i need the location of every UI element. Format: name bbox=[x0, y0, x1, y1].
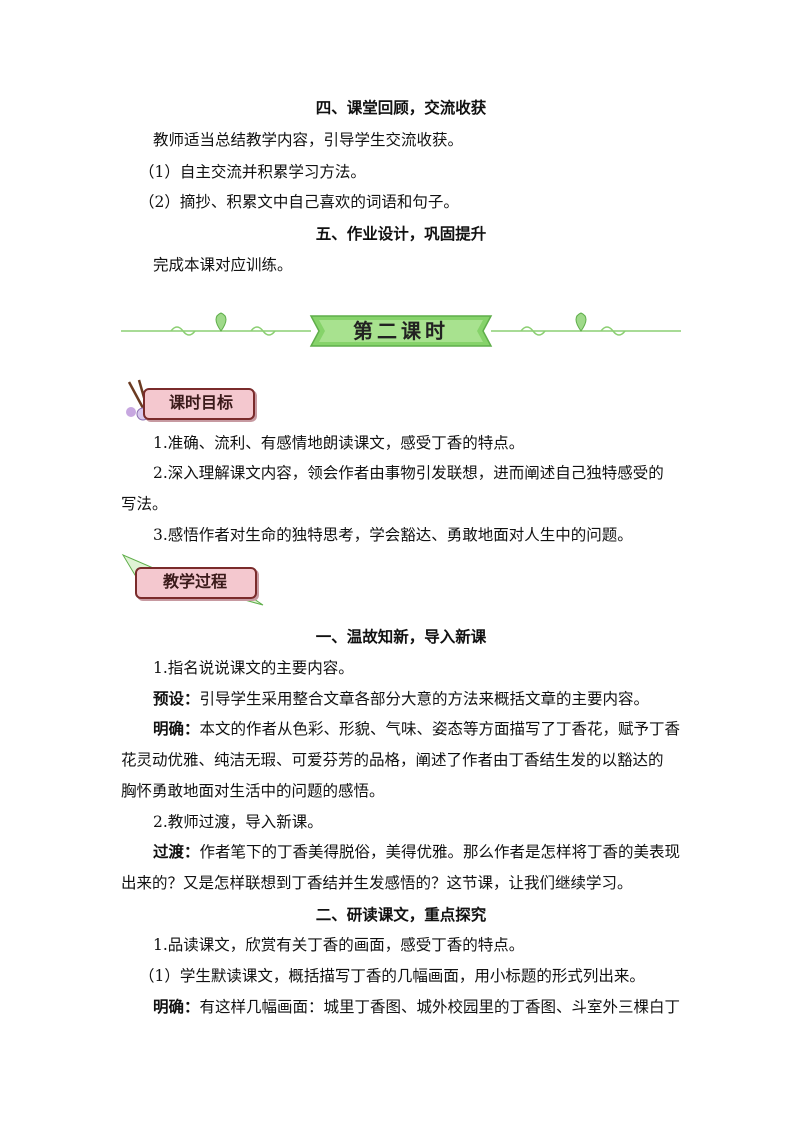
clear-paragraph-cont: 花灵动优雅、纯洁无瑕、可爱芬芳的品格，阐述了作者由丁香结生发的以豁达的 bbox=[121, 751, 664, 769]
part1-heading: 一、温故知新，导入新课 bbox=[315, 628, 487, 646]
transition-label: 过渡： bbox=[153, 843, 200, 861]
list-item: （1）自主交流并积累学习方法。 bbox=[139, 163, 366, 181]
goals-badge: 课时目标 bbox=[121, 378, 271, 422]
list-item: （1）学生默读课文，概括描写丁香的几幅画面，用小标题的形式列出来。 bbox=[139, 967, 645, 985]
goals-badge-label: 课时目标 bbox=[168, 393, 233, 412]
clear-label: 明确： bbox=[153, 720, 200, 738]
paragraph: 1.指名说说课文的主要内容。 bbox=[153, 659, 354, 677]
section5-heading: 五、作业设计，巩固提升 bbox=[315, 225, 487, 243]
goal-item: 2.深入理解课文内容，领会作者由事物引发联想，进而阐述自己独特感受的 bbox=[153, 464, 664, 482]
preset-paragraph: 预设：引导学生采用整合文章各部分大意的方法来概括文章的主要内容。 bbox=[153, 690, 650, 708]
goal-item: 3.感悟作者对生命的独特思考，学会豁达、勇敢地面对人生中的问题。 bbox=[153, 526, 633, 544]
banner-title: 第二课时 bbox=[353, 319, 449, 343]
paragraph: 2.教师过渡，导入新课。 bbox=[153, 813, 323, 831]
section4-heading: 四、课堂回顾，交流收获 bbox=[315, 99, 487, 117]
paragraph: 完成本课对应训练。 bbox=[153, 256, 293, 274]
preset-label: 预设： bbox=[153, 690, 200, 708]
process-badge: 教学过程 bbox=[121, 553, 271, 607]
clear-label: 明确： bbox=[153, 998, 200, 1016]
part2-heading: 二、研读课文，重点探究 bbox=[315, 906, 487, 924]
list-item: （2）摘抄、积累文中自己喜欢的词语和句子。 bbox=[139, 193, 459, 211]
goal-item-cont: 写法。 bbox=[121, 495, 168, 513]
transition-paragraph-cont: 出来的？又是怎样联想到丁香结并生发感悟的？这节课，让我们继续学习。 bbox=[121, 874, 633, 892]
clear-paragraph-cont: 胸怀勇敢地面对生活中的问题的感悟。 bbox=[121, 782, 385, 800]
clear-paragraph: 明确：有这样几幅画面：城里丁香图、城外校园里的丁香图、斗室外三棵白丁 bbox=[153, 998, 681, 1016]
transition-paragraph: 过渡：作者笔下的丁香美得脱俗，美得优雅。那么作者是怎样将丁香的美表现 bbox=[153, 843, 681, 861]
lesson-banner: 第二课时 bbox=[121, 306, 681, 356]
clear-paragraph: 明确：本文的作者从色彩、形貌、气味、姿态等方面描写了丁香花，赋予丁香 bbox=[153, 720, 681, 738]
paragraph: 教师适当总结教学内容，引导学生交流收获。 bbox=[153, 131, 464, 149]
vine-decoration-icon bbox=[121, 312, 681, 347]
goal-item: 1.准确、流利、有感情地朗读课文，感受丁香的特点。 bbox=[153, 434, 525, 452]
paragraph: 1.品读课文，欣赏有关丁香的画面，感受丁香的特点。 bbox=[153, 936, 525, 954]
process-badge-label: 教学过程 bbox=[162, 572, 227, 591]
